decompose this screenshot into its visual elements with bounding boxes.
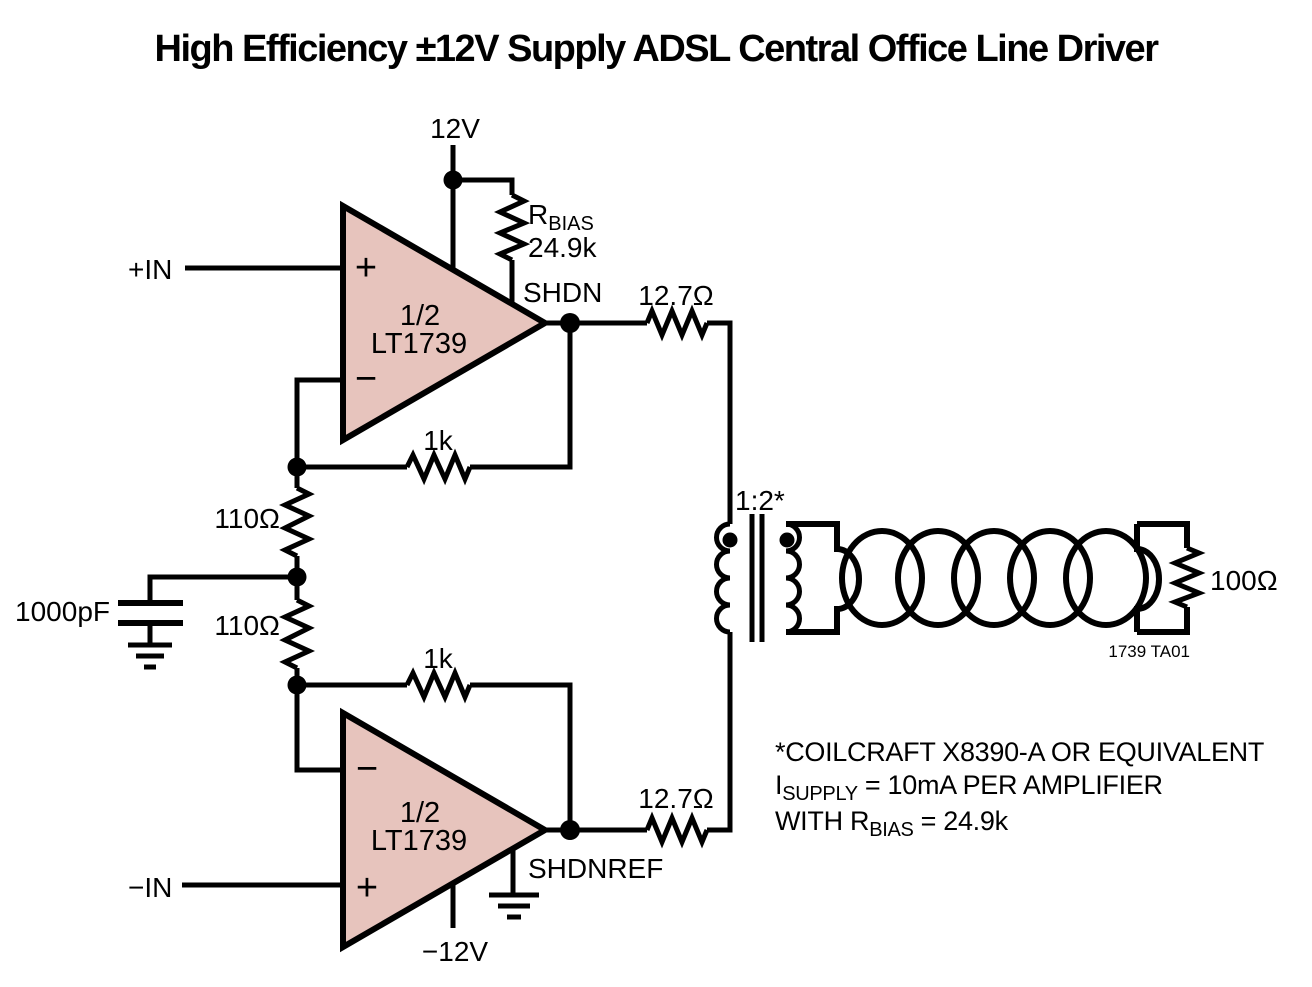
capacitor-1000pf — [118, 600, 183, 626]
label-cap-value: 1000pF — [15, 596, 110, 627]
wire-bottom-output-to-transformer — [707, 632, 733, 833]
twist-loop — [1063, 528, 1149, 628]
rbias-subscript: BIAS — [548, 213, 594, 235]
twist-loop — [951, 528, 1037, 628]
label-rbias: RBIAS 24.9k — [528, 200, 597, 262]
opamp-bottom-half: 1/2 — [400, 797, 440, 829]
note-2-rest: = 10mA PER AMPLIFIER — [864, 770, 1163, 800]
opamp-top-half: 1/2 — [400, 300, 440, 332]
junction-dot — [287, 567, 307, 587]
wire-cap-branch — [147, 574, 297, 603]
resistor-12.7-top — [644, 304, 710, 342]
twist-loop — [1007, 528, 1093, 628]
label-minus-in: −IN — [128, 872, 172, 903]
note-2-subscript: SUPPLY — [782, 783, 858, 805]
label-r-fb-top: 1k — [423, 425, 454, 456]
schematic-labels: 12V −12V +IN −IN SHDN SHDNREF 12.7Ω 12.7… — [15, 113, 1278, 967]
opamp-bottom-minus-pin: − — [356, 748, 378, 790]
opamp-top-minus-pin: − — [355, 358, 377, 400]
label-turns-ratio: 1:2* — [735, 485, 785, 516]
label-plus-in: +IN — [128, 254, 172, 285]
twist-loop — [839, 528, 925, 628]
note-3-rest: = 24.9k — [920, 806, 1009, 836]
twisted-pair-right-end — [1134, 521, 1190, 635]
opamp-bottom-part: LT1739 — [371, 825, 467, 857]
twisted-pair-loops — [839, 528, 1149, 628]
label-shdn: SHDN — [523, 277, 602, 308]
label-r-load: 100Ω — [1210, 565, 1278, 596]
junction-dot — [443, 170, 463, 190]
wire-rbias-upper — [453, 177, 515, 195]
wire-bottom-inverting-input — [294, 685, 343, 773]
opamp-bottom-plus-pin: + — [356, 867, 378, 909]
label-neg12v: −12V — [422, 936, 488, 967]
resistor-1k-top — [404, 448, 473, 486]
label-shdnref: SHDNREF — [528, 853, 663, 884]
twisted-pair-left-end — [786, 521, 862, 635]
wire-top-inverting-input — [294, 377, 343, 467]
note-line-1: *COILCRAFT X8390-A OR EQUIVALENT — [775, 737, 1265, 767]
transformer-primary-winding — [714, 521, 731, 635]
junction-dot — [560, 313, 580, 333]
wire-bottom-feedback — [470, 682, 573, 830]
label-12v: 12V — [430, 113, 480, 144]
junction-dot — [560, 820, 580, 840]
label-r-out-top: 12.7Ω — [638, 280, 713, 311]
label-r-fb-bottom: 1k — [423, 643, 454, 674]
opamp-top-plus-pin: + — [355, 247, 377, 289]
resistor-100-load — [1168, 545, 1206, 610]
label-r-gain-bottom: 110Ω — [214, 610, 280, 641]
twist-loop — [895, 528, 981, 628]
opamp-top-part: LT1739 — [371, 328, 467, 360]
resistor-1k-bottom — [404, 666, 473, 704]
resistor-rbias — [493, 192, 531, 263]
wire-top-feedback — [470, 323, 573, 470]
transformer-secondary-winding — [785, 521, 802, 635]
note-2-main: I — [775, 770, 783, 800]
label-r-out-bottom: 12.7Ω — [638, 783, 713, 814]
note-line-3: WITH RBIAS = 24.9k — [775, 805, 1264, 841]
rbias-value: 24.9k — [528, 232, 597, 263]
transformer-phase-dot-secondary — [779, 532, 795, 548]
rbias-name-line: RBIAS — [528, 199, 597, 235]
ground-icon-shdnref — [489, 892, 539, 920]
page-title: High Efficiency ±12V Supply ADSL Central… — [154, 28, 1159, 70]
junction-dot — [287, 457, 307, 477]
transformer-phase-dot-primary — [722, 532, 738, 548]
rbias-prefix: R — [528, 199, 549, 230]
note-3-main: WITH R — [775, 806, 870, 836]
transformer-core — [749, 514, 765, 642]
junction-dot — [287, 675, 307, 695]
label-figure-id: 1739 TA01 — [1108, 642, 1190, 661]
ground-icon-cap — [128, 642, 172, 670]
resistor-110-bottom — [278, 597, 316, 671]
footnotes: *COILCRAFT X8390-A OR EQUIVALENT ISUPPLY… — [775, 736, 1264, 841]
note-3-subscript: BIAS — [869, 819, 914, 841]
wire-top-output-to-transformer — [707, 320, 733, 524]
junction-dots — [287, 170, 795, 840]
label-r-gain-top: 110Ω — [214, 503, 280, 534]
resistor-12.7-bottom — [644, 811, 710, 849]
opamp-bottom-body — [340, 707, 551, 953]
resistor-110-top — [278, 485, 316, 559]
note-line-2: ISUPPLY = 10mA PER AMPLIFIER — [775, 769, 1264, 805]
opamp-top-body — [340, 200, 551, 446]
